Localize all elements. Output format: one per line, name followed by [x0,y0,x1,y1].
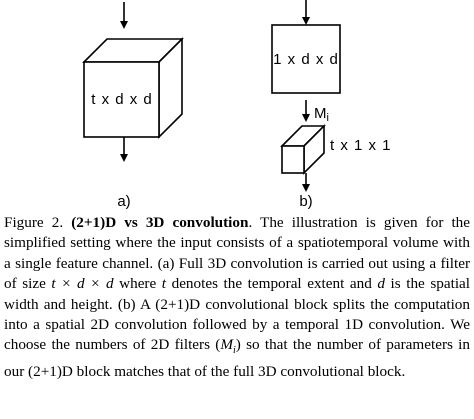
caption-math-d: d [377,275,385,293]
caption-math-filter-size: t × d × d [51,275,114,293]
caption-text-5: ) so that the number of parameters in ou… [4,336,470,380]
panel-a-label: a) [117,193,130,210]
panel-a-box-label: t x d x d [91,91,153,108]
panel-a-cube: t x d x d [82,37,184,139]
panel-b-spatial-box-label: 1 x d x d [273,51,339,68]
caption-math-t: t [161,275,167,293]
caption-text-4: is the spatial width and height. (b) A (… [4,275,471,354]
caption-math-mi-sub: i [232,345,236,357]
figure-caption: Figure 2. (2+1)D vs 3D convolution. The … [4,213,470,382]
panel-b-temporal-box [280,124,326,175]
panel-a: t x d x d a) [82,2,184,210]
caption-title: (2+1)D vs 3D convolution [71,214,249,231]
panel-b-temporal-box-label: t x 1 x 1 [330,137,392,154]
panel-b-label: b) [299,193,312,210]
panel-b-temporal-front [281,145,305,174]
panel-b-mi-label: Mi [314,105,329,124]
caption-math-mi: M [220,336,233,354]
panel-b: 1 x d x d Mi t x 1 x 1 b) [271,0,392,210]
panel-b-spatial-box [271,24,341,94]
figure-diagram: t x d x d a) 1 x d x d Mi t x 1 x 1 b) [82,0,392,210]
caption-text-1: . The illustration is given for the simp… [4,214,471,293]
caption-figure-number: Figure 2. [4,214,64,231]
panel-a-cube-front [83,61,160,138]
caption-text-3: denotes the temporal extent and [166,275,378,293]
caption-text-2: where [113,275,162,293]
